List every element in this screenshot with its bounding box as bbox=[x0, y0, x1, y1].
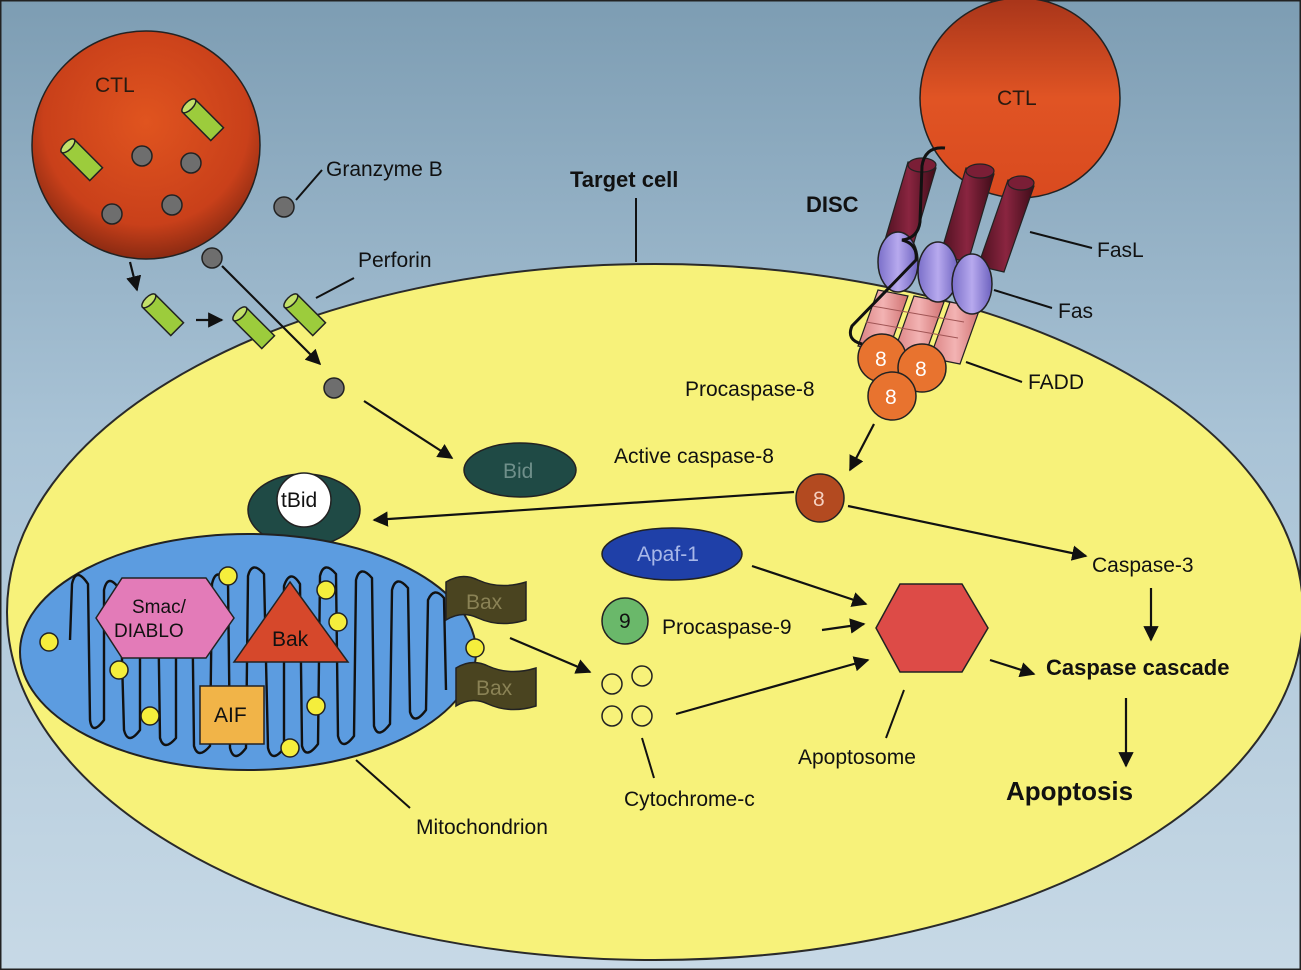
granzyme-granule bbox=[162, 195, 182, 215]
smac-diablo bbox=[96, 578, 234, 658]
fasl-label: FasL bbox=[1097, 239, 1144, 262]
tbid-label: tBid bbox=[281, 489, 317, 512]
cytochrome-c-label: Cytochrome-c bbox=[624, 788, 755, 811]
granzyme-granule bbox=[181, 153, 201, 173]
fas-receptor bbox=[952, 254, 992, 314]
bax-upper-label: Bax bbox=[466, 591, 503, 614]
active-caspase-8-mark: 8 bbox=[813, 488, 825, 511]
perforin-label: Perforin bbox=[358, 249, 432, 272]
ctl-right-label: CTL bbox=[997, 87, 1037, 110]
active-caspase-8-label: Active caspase-8 bbox=[614, 445, 774, 468]
smac-label-2: DIABLO bbox=[114, 621, 184, 642]
aif-label: AIF bbox=[214, 704, 247, 727]
apoptosis-label: Apoptosis bbox=[1006, 776, 1133, 806]
fadd-label: FADD bbox=[1028, 371, 1084, 394]
procaspase-8-mark: 8 bbox=[875, 348, 887, 371]
apaf-1-label: Apaf-1 bbox=[637, 543, 699, 566]
bid-label: Bid bbox=[503, 460, 533, 483]
granzyme-b-particle bbox=[202, 248, 222, 268]
procaspase-9-label: Procaspase-9 bbox=[662, 616, 792, 639]
bax-lower-label: Bax bbox=[476, 677, 513, 700]
ctl-left-label: CTL bbox=[95, 74, 135, 97]
fas-receptor bbox=[918, 242, 958, 302]
granzyme-b-particle bbox=[274, 197, 294, 217]
procaspase-9-mark: 9 bbox=[619, 610, 631, 633]
procaspase-8-mark: 8 bbox=[885, 386, 897, 409]
disc-label: DISC bbox=[806, 192, 859, 217]
bak-label: Bak bbox=[272, 628, 309, 651]
granzyme-granule bbox=[102, 204, 122, 224]
fas-label: Fas bbox=[1058, 300, 1093, 323]
caspase-3-label: Caspase-3 bbox=[1092, 554, 1194, 577]
granzyme-granule bbox=[132, 146, 152, 166]
mitochondrion-label: Mitochondrion bbox=[416, 816, 548, 839]
procaspase-8-label: Procaspase-8 bbox=[685, 378, 815, 401]
smac-label-1: Smac/ bbox=[132, 597, 187, 618]
caspase-cascade-label: Caspase cascade bbox=[1046, 655, 1229, 680]
granzyme-b-label: Granzyme B bbox=[326, 158, 443, 181]
procaspase-8-mark: 8 bbox=[915, 358, 927, 381]
apoptosome-label: Apoptosome bbox=[798, 746, 916, 769]
granzyme-b-internal bbox=[324, 378, 344, 398]
target-cell-label: Target cell bbox=[570, 167, 678, 192]
